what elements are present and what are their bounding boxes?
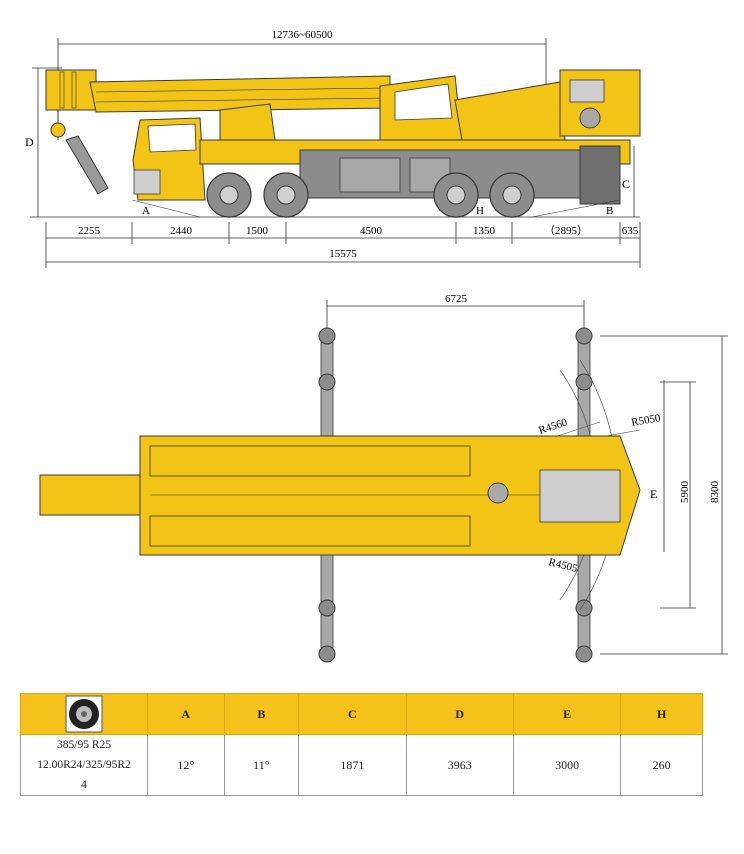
boom xyxy=(45,69,391,113)
overall-length-label: 15575 xyxy=(329,248,357,260)
dim-axle-3-4: 1350 xyxy=(473,225,496,237)
truck-cab xyxy=(132,117,206,201)
header-e: E xyxy=(512,693,622,735)
value-c: 1871 xyxy=(298,734,407,796)
value-a: 12° xyxy=(147,734,225,796)
wheels xyxy=(206,172,535,218)
top-view-drawing: 6725 R4560 R5050 R4505 E 5900 8300 xyxy=(39,293,728,663)
width-full-label: 8300 xyxy=(709,481,721,504)
dim-label-d: D xyxy=(25,135,34,149)
clearance-label-h: H xyxy=(476,205,484,217)
spec-table: A B C D E H 385/95 R25 12.00R24/325/95R2… xyxy=(20,693,703,796)
tyre-header-cell xyxy=(20,693,148,735)
chassis xyxy=(199,139,631,205)
side-view-drawing: 12736~60500 D xyxy=(25,29,641,268)
dim-rear-tail: 635 xyxy=(622,225,639,237)
header-a: A xyxy=(147,693,225,735)
header-d: D xyxy=(405,693,514,735)
angle-label-b: B xyxy=(606,205,613,217)
dim-label-e: E xyxy=(650,487,657,501)
value-h: 260 xyxy=(620,734,703,796)
hook-block xyxy=(50,110,109,195)
value-b: 11° xyxy=(223,734,300,796)
dim-axle-1-2: 1500 xyxy=(246,225,269,237)
value-e: 3000 xyxy=(512,734,622,796)
dim-rear-overhang: （2895） xyxy=(544,224,588,237)
dim-label-c: C xyxy=(622,177,630,191)
tyre-spec-line-1: 385/95 R25 xyxy=(57,739,111,751)
header-c: C xyxy=(298,693,407,735)
dim-front-overhang: 2255 xyxy=(78,225,101,237)
dim-axle-2-3: 4500 xyxy=(360,225,383,237)
radius-label-2: R5050 xyxy=(630,412,661,429)
angle-label-a: A xyxy=(142,205,150,217)
table-header-row: A B C D E H xyxy=(20,693,703,735)
tyre-spec-line-3: 4 xyxy=(81,779,87,791)
tyre-spec-line-2: 12.00R24/325/95R2 xyxy=(37,759,131,771)
tyre-icon xyxy=(65,695,103,733)
value-d: 3963 xyxy=(405,734,514,796)
tyre-spec-cell: 385/95 R25 12.00R24/325/95R2 4 xyxy=(20,734,148,796)
boom-length-label: 12736~60500 xyxy=(272,29,333,41)
header-b: B xyxy=(223,693,300,735)
dim-cab-to-axle: 2440 xyxy=(170,225,193,237)
width-mid-label: 5900 xyxy=(679,481,691,504)
header-h: H xyxy=(620,693,703,735)
radius-label-3: R4505 xyxy=(547,556,579,575)
outrigger-span-label: 6725 xyxy=(445,293,468,305)
crane-superstructure xyxy=(219,69,641,141)
crane-body-top xyxy=(39,435,641,556)
table-row: 385/95 R25 12.00R24/325/95R2 4 12° 11° 1… xyxy=(20,734,703,796)
